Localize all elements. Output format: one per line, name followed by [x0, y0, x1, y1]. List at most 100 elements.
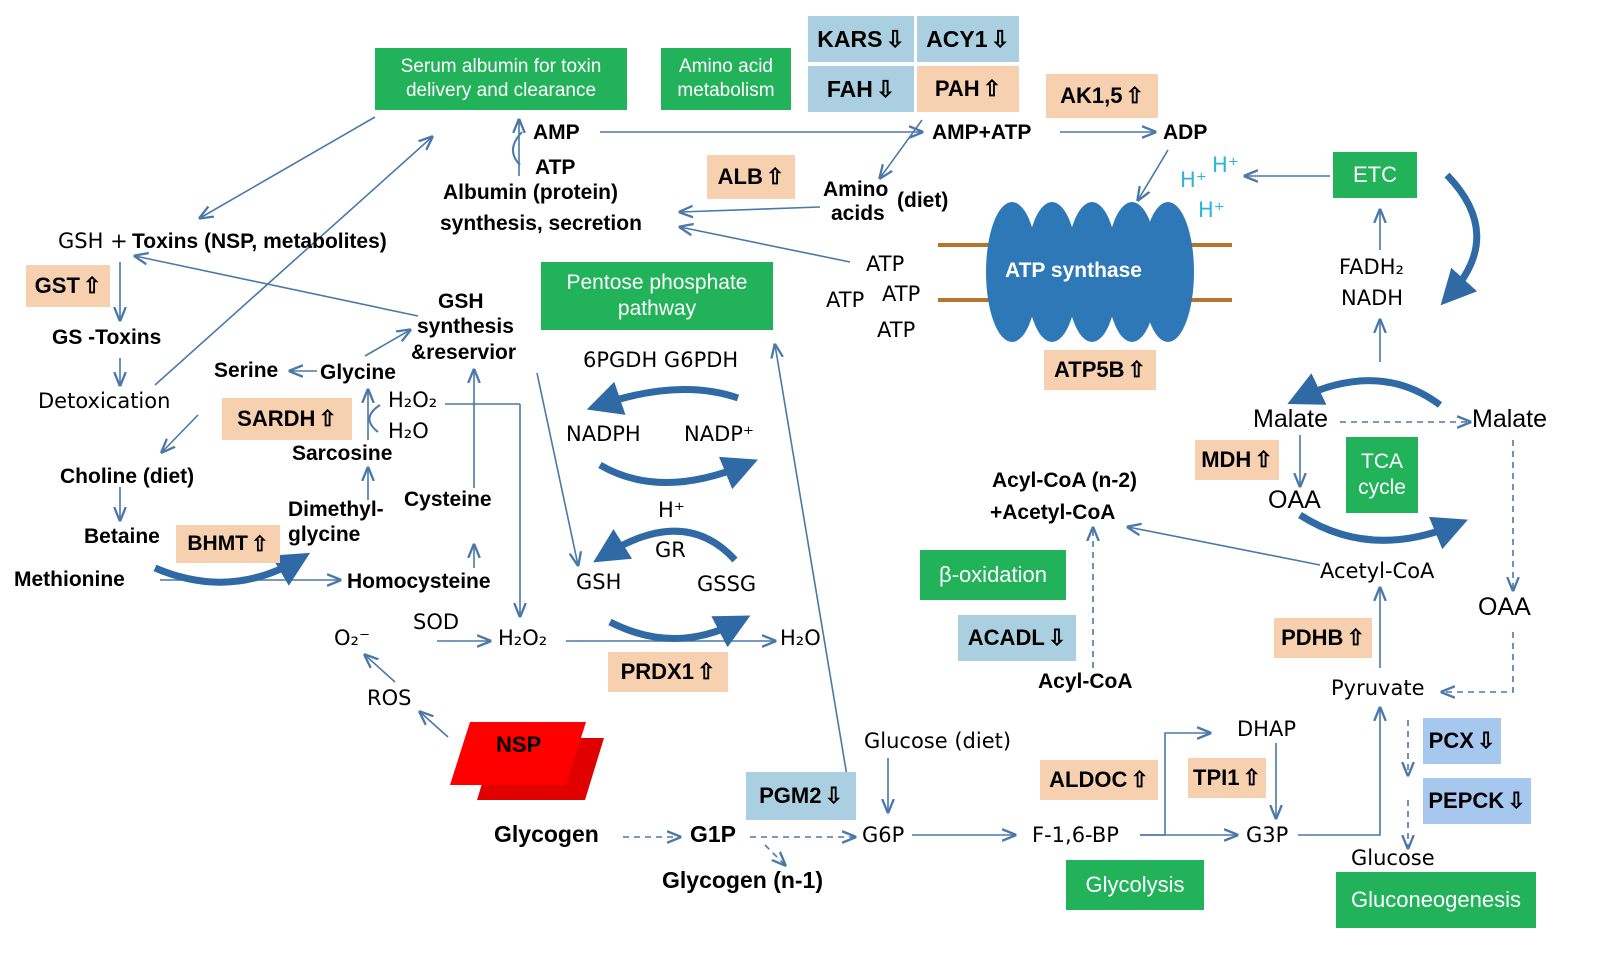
gr-label: GR [655, 538, 686, 562]
h-plus-2: H⁺ [1212, 153, 1239, 177]
dimethyl-2: glycine [288, 523, 361, 546]
up-arrow-icon: ⇧ [1130, 767, 1149, 792]
albumin-line1: Albumin (protein) [443, 181, 618, 204]
acylcoa-label: Acyl-CoA [1038, 670, 1133, 693]
gsh-plus-label: GSH + [58, 229, 128, 253]
gene-pgm2: PGM2⇩ [746, 772, 856, 820]
g3p-label: G3P [1246, 823, 1289, 847]
up-arrow-icon: ⇧ [1242, 765, 1261, 790]
gsh-synthesis-2: synthesis [417, 315, 514, 338]
beta-oxidation-box: β-oxidation [920, 550, 1066, 600]
gsh-synthesis-3: &reservior [411, 341, 517, 364]
up-arrow-icon: ⇧ [251, 532, 269, 556]
gene-mdh: MDH⇧ [1195, 440, 1279, 480]
sod-label: SOD [413, 610, 460, 634]
down-arrow-icon: ⇩ [1047, 625, 1067, 650]
h2o-sardh: H₂O [388, 419, 429, 443]
h-plus-3: H⁺ [1198, 198, 1225, 222]
amp-atp-label: AMP+ATP [932, 121, 1032, 144]
atp-3: ATP [882, 282, 921, 306]
amino-diet-label: (diet) [897, 189, 949, 212]
up-arrow-icon: ⇧ [318, 406, 337, 431]
up-arrow-icon: ⇧ [1125, 83, 1144, 108]
gene-sardh: SARDH⇧ [222, 398, 352, 440]
serum-albumin-box: Serum albumin for toxin delivery and cle… [375, 48, 627, 110]
adp-label: ADP [1163, 121, 1208, 144]
up-arrow-icon: ⇧ [1346, 625, 1365, 650]
up-arrow-icon: ⇧ [765, 164, 785, 189]
glycogen-label: Glycogen [494, 821, 599, 847]
glycolysis-box: Glycolysis [1066, 860, 1204, 910]
atp-synthase-label: ATP synthase [1005, 259, 1142, 282]
glucose-diet-label: Glucose (diet) [864, 729, 1012, 753]
gene-pah: PAH⇧ [917, 66, 1019, 112]
gsh-r-label: GSH [576, 570, 622, 594]
gene-pepck: PEPCK⇩ [1423, 778, 1531, 824]
atp-2: ATP [826, 288, 865, 312]
up-arrow-icon: ⇧ [82, 273, 102, 298]
gene-aldoc: ALDOC⇧ [1040, 760, 1158, 800]
down-arrow-icon: ⇩ [1507, 788, 1526, 813]
gene-ak15: AK1,5⇧ [1046, 74, 1158, 118]
homocysteine-label: Homocysteine [347, 570, 491, 593]
f16bp-label: F-1,6-BP [1032, 823, 1119, 847]
choline-label: Choline (diet) [60, 465, 195, 488]
down-arrow-icon: ⇩ [824, 783, 843, 808]
atp-label: ATP [535, 156, 576, 179]
gssg-label: GSSG [697, 572, 757, 596]
acetyl-plus: +Acetyl-CoA [990, 501, 1116, 524]
glucose-label: Glucose [1351, 846, 1435, 870]
down-arrow-icon: ⇩ [990, 25, 1010, 52]
pentose-box: Pentose phosphate pathway [541, 262, 773, 330]
gs-toxins-label: GS -Toxins [52, 326, 162, 349]
gene-prdx1: PRDX1⇧ [608, 652, 728, 692]
glycine-label: Glycine [320, 361, 396, 384]
gene-atp5b: ATP5B⇧ [1044, 350, 1156, 390]
gene-pcx: PCX⇩ [1423, 718, 1501, 764]
gene-fah: FAH⇩ [808, 66, 914, 112]
atp-4: ATP [877, 318, 916, 342]
serine-label: Serine [214, 359, 279, 382]
methionine-label: Methionine [14, 568, 125, 591]
g1p-label: G1P [690, 821, 737, 847]
h2o2-label: H₂O₂ [498, 626, 548, 650]
nsp-label: NSP [496, 732, 542, 757]
oaa-right: OAA [1478, 593, 1531, 621]
sarcosine-label: Sarcosine [292, 442, 393, 465]
gene-acy1: ACY1⇩ [917, 16, 1019, 62]
gene-bhmt: BHMT⇧ [176, 525, 280, 563]
pyruvate-label: Pyruvate [1331, 676, 1425, 700]
h2o2-sardh: H₂O₂ [388, 388, 438, 412]
h-plus-label: H⁺ [658, 498, 685, 522]
detox-label: Detoxication [38, 389, 171, 413]
acids-label: acids [831, 202, 885, 225]
gene-acadl: ACADL⇩ [958, 615, 1076, 661]
pgdh-label: 6PGDH G6PDH [583, 348, 739, 372]
atp-1: ATP [866, 252, 905, 276]
amp-label: AMP [533, 121, 580, 144]
up-arrow-icon: ⇧ [982, 76, 1002, 101]
etc-box: ETC [1333, 152, 1417, 198]
o2-label: O₂⁻ [334, 626, 371, 650]
tca-box: TCA cycle [1346, 437, 1418, 513]
up-arrow-icon: ⇧ [1254, 447, 1273, 472]
gluconeogenesis-box: Gluconeogenesis [1336, 872, 1536, 928]
up-arrow-icon: ⇧ [1127, 357, 1146, 382]
dimethyl-1: Dimethyl- [288, 498, 384, 521]
nadh-label: NADH [1341, 286, 1404, 310]
acetylcoa-label: Acetyl-CoA [1320, 559, 1435, 583]
h-plus-1: H⁺ [1180, 168, 1207, 192]
toxins-label: Toxins (NSP, metabolites) [132, 230, 387, 253]
down-arrow-icon: ⇩ [885, 25, 905, 52]
down-arrow-icon: ⇩ [875, 75, 896, 102]
malate-left: Malate [1253, 405, 1329, 433]
acylcoa-n2: Acyl-CoA (n-2) [992, 469, 1138, 492]
down-arrow-icon: ⇩ [1476, 728, 1496, 753]
up-arrow-icon: ⇧ [696, 659, 716, 684]
glycogen-n1-label: Glycogen (n-1) [662, 867, 824, 893]
h2o-label: H₂O [780, 626, 821, 650]
malate-right: Malate [1472, 405, 1548, 433]
dhap-label: DHAP [1237, 717, 1296, 741]
fadh2-label: FADH₂ [1339, 255, 1404, 279]
